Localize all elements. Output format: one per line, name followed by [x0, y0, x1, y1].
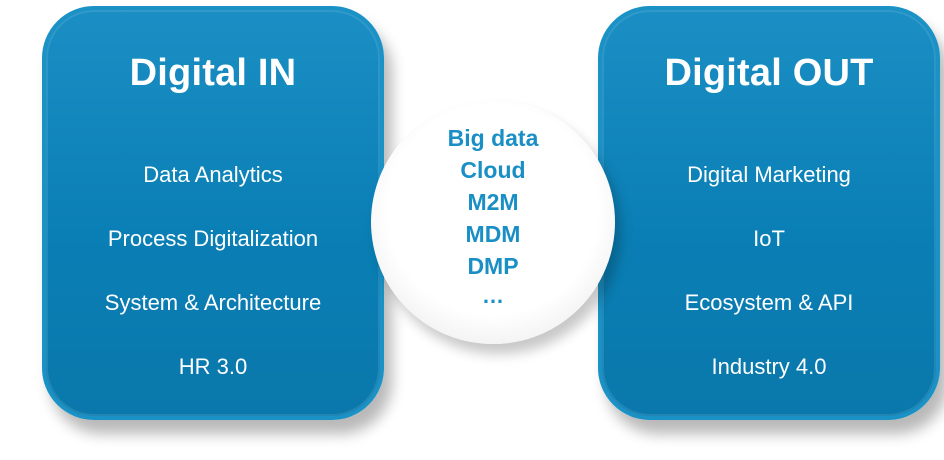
- digital-out-item-digital-marketing: Digital Marketing: [687, 162, 851, 187]
- digital-out-list: Digital Marketing IoT Ecosystem & API In…: [602, 162, 936, 418]
- digital-out-title: Digital OUT: [664, 52, 874, 94]
- digital-in-item-hr: HR 3.0: [178, 354, 248, 379]
- digital-out-item-industry: Industry 4.0: [711, 354, 827, 379]
- digital-out-item-ecosystem-api: Ecosystem & API: [684, 290, 854, 315]
- digital-in-list: Data Analytics Process Digitalization Sy…: [46, 162, 380, 418]
- center-item-mdm: MDM: [465, 221, 521, 247]
- center-item-big-data: Big data: [447, 125, 539, 151]
- digital-out-panel: Digital OUT Digital Marketing IoT Ecosys…: [598, 6, 940, 420]
- digital-in-item-data-analytics: Data Analytics: [143, 162, 283, 187]
- center-item-dmp: DMP: [467, 253, 519, 279]
- center-item-cloud: Cloud: [460, 157, 526, 183]
- center-item-m2m: M2M: [467, 189, 519, 215]
- center-list: Big data Cloud M2M MDM DMP …: [371, 122, 615, 314]
- digital-in-title: Digital IN: [129, 52, 297, 94]
- digital-in-item-process-digitalization: Process Digitalization: [107, 226, 319, 251]
- digital-out-item-iot: IoT: [753, 226, 785, 251]
- digital-in-panel: Digital IN Data Analytics Process Digita…: [42, 6, 384, 420]
- center-circle: Big data Cloud M2M MDM DMP …: [371, 100, 615, 344]
- center-item-ellipsis: …: [482, 283, 504, 308]
- digital-in-item-system-architecture: System & Architecture: [104, 290, 322, 315]
